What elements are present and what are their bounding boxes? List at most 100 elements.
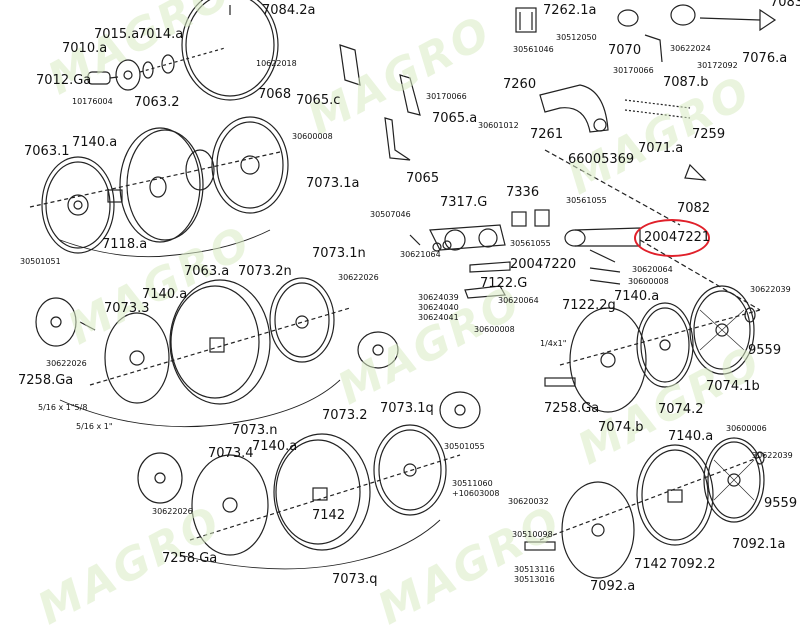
part-label: 7073.4 (208, 446, 254, 461)
part-label: 30622024 (670, 44, 711, 53)
part-label: 7140.a (72, 135, 118, 150)
wheel-group-7073n (35, 277, 399, 428)
part-label: 1/4x1" (540, 339, 567, 348)
part-label: 7073.3 (104, 301, 150, 316)
part-label: 7258.Ga (18, 373, 74, 388)
part-label: 30600008 (292, 132, 333, 141)
part-label: 30624039 (418, 293, 459, 302)
part-label: 7261 (530, 127, 564, 142)
part-label: 7260 (503, 77, 537, 92)
part-label: 7073.2n (238, 264, 292, 279)
part-label: 7073.n (232, 423, 278, 438)
part-label: 7014.a (138, 27, 184, 42)
part-label: 30601012 (478, 121, 519, 130)
wheel-group-7092 (524, 437, 766, 579)
part-label: 7140.a (252, 439, 298, 454)
bracket-66005369 (515, 4, 777, 226)
part-label: 7140.a (142, 287, 188, 302)
part-label: 30624040 (418, 303, 459, 312)
part-label: 30561055 (510, 239, 551, 248)
part-label: 30513016 (514, 575, 555, 584)
part-label: 5/16 x 1"5/8 (38, 403, 88, 412)
part-label: 7012.Ga (36, 73, 92, 88)
part-label: 7010.a (62, 41, 108, 56)
part-label: 7336 (506, 185, 540, 200)
part-label: 7084.2a (262, 3, 316, 18)
part-label: 7063.1 (24, 144, 70, 159)
scrapers-7065 (339, 44, 421, 161)
part-label: 7118.a (102, 237, 148, 252)
wheel-group-7063 (29, 116, 289, 258)
part-label: 7122.2g (562, 298, 616, 313)
exploded-parts-diagram (29, 0, 777, 579)
part-label: 7083 (770, 0, 800, 10)
part-label: 7122.G (480, 276, 528, 291)
part-label: 30501055 (444, 442, 485, 451)
part-label: 7015.a (94, 27, 140, 42)
part-label: 7142 (312, 508, 346, 523)
part-label: 7142 (634, 557, 668, 572)
part-label: 30624041 (418, 313, 459, 322)
arm-7317 (409, 209, 550, 299)
part-label: 10176004 (72, 97, 113, 106)
part-label: 7092.2 (670, 557, 716, 572)
part-label: 10622018 (256, 59, 297, 68)
part-label: 7082 (677, 201, 711, 216)
part-label: 30561055 (566, 196, 607, 205)
part-label: 7063.2 (134, 95, 180, 110)
part-label: 30513116 (514, 565, 555, 574)
part-label: 7087.b (663, 75, 709, 90)
part-label: 5/16 x 1" (76, 422, 113, 431)
part-label: 66005369 (568, 152, 635, 167)
part-label: 30620064 (632, 265, 673, 274)
part-label: 30511060 (452, 479, 493, 488)
part-label: 7074.b (598, 420, 644, 435)
part-label: 30501051 (20, 257, 61, 266)
part-label: 30170066 (613, 66, 654, 75)
part-label: 9559 (748, 343, 782, 358)
part-label: 7258.Ga (162, 551, 218, 566)
part-label: 7076.a (742, 51, 788, 66)
part-label: 30510098 (512, 530, 553, 539)
part-label: 7074.1b (706, 379, 760, 394)
part-label: 30622039 (750, 285, 791, 294)
part-label: 30620064 (498, 296, 539, 305)
part-label: 7068 (258, 87, 292, 102)
part-label: 30600008 (628, 277, 669, 286)
hub-7012-assembly (87, 47, 226, 91)
disc-7068 (181, 0, 279, 101)
part-label: 30600006 (726, 424, 767, 433)
part-label: 7317.G (440, 195, 488, 210)
part-label: 7071.a (638, 141, 684, 156)
part-label: 30622026 (46, 359, 87, 368)
part-label: 7258.Ga (544, 401, 600, 416)
part-label: 7073.1n (312, 246, 366, 261)
part-label: 30622026 (152, 507, 193, 516)
part-label: 30170066 (426, 92, 467, 101)
highlighted-part-number[interactable]: 20047221 (644, 230, 711, 245)
wheel-group-7074 (544, 285, 761, 413)
part-label: 7140.a (668, 429, 714, 444)
part-label: 30620032 (508, 497, 549, 506)
part-label: 7073.1q (380, 401, 434, 416)
part-label: 30172092 (697, 61, 738, 70)
highlight-circle (634, 219, 710, 257)
part-label: 7065.a (432, 111, 478, 126)
part-label: +10603008 (452, 489, 500, 498)
wheel-group-7073q (137, 391, 481, 570)
part-label: 7074.2 (658, 402, 704, 417)
part-label: 7070 (608, 43, 642, 58)
part-label: 7259 (692, 127, 726, 142)
part-label: 7073.q (332, 572, 378, 587)
part-label: 20047220 (510, 257, 577, 272)
part-label: 30600008 (474, 325, 515, 334)
part-label: 7262.1a (543, 3, 597, 18)
part-label: 9559 (764, 496, 798, 511)
part-label: 7065.c (296, 93, 341, 108)
part-label: 7063.a (184, 264, 230, 279)
part-label: 7073.1a (306, 176, 360, 191)
part-label: 7092.a (590, 579, 636, 594)
part-label: 30622039 (752, 451, 793, 460)
part-label: 7092.1a (732, 537, 786, 552)
part-label: 7140.a (614, 289, 660, 304)
